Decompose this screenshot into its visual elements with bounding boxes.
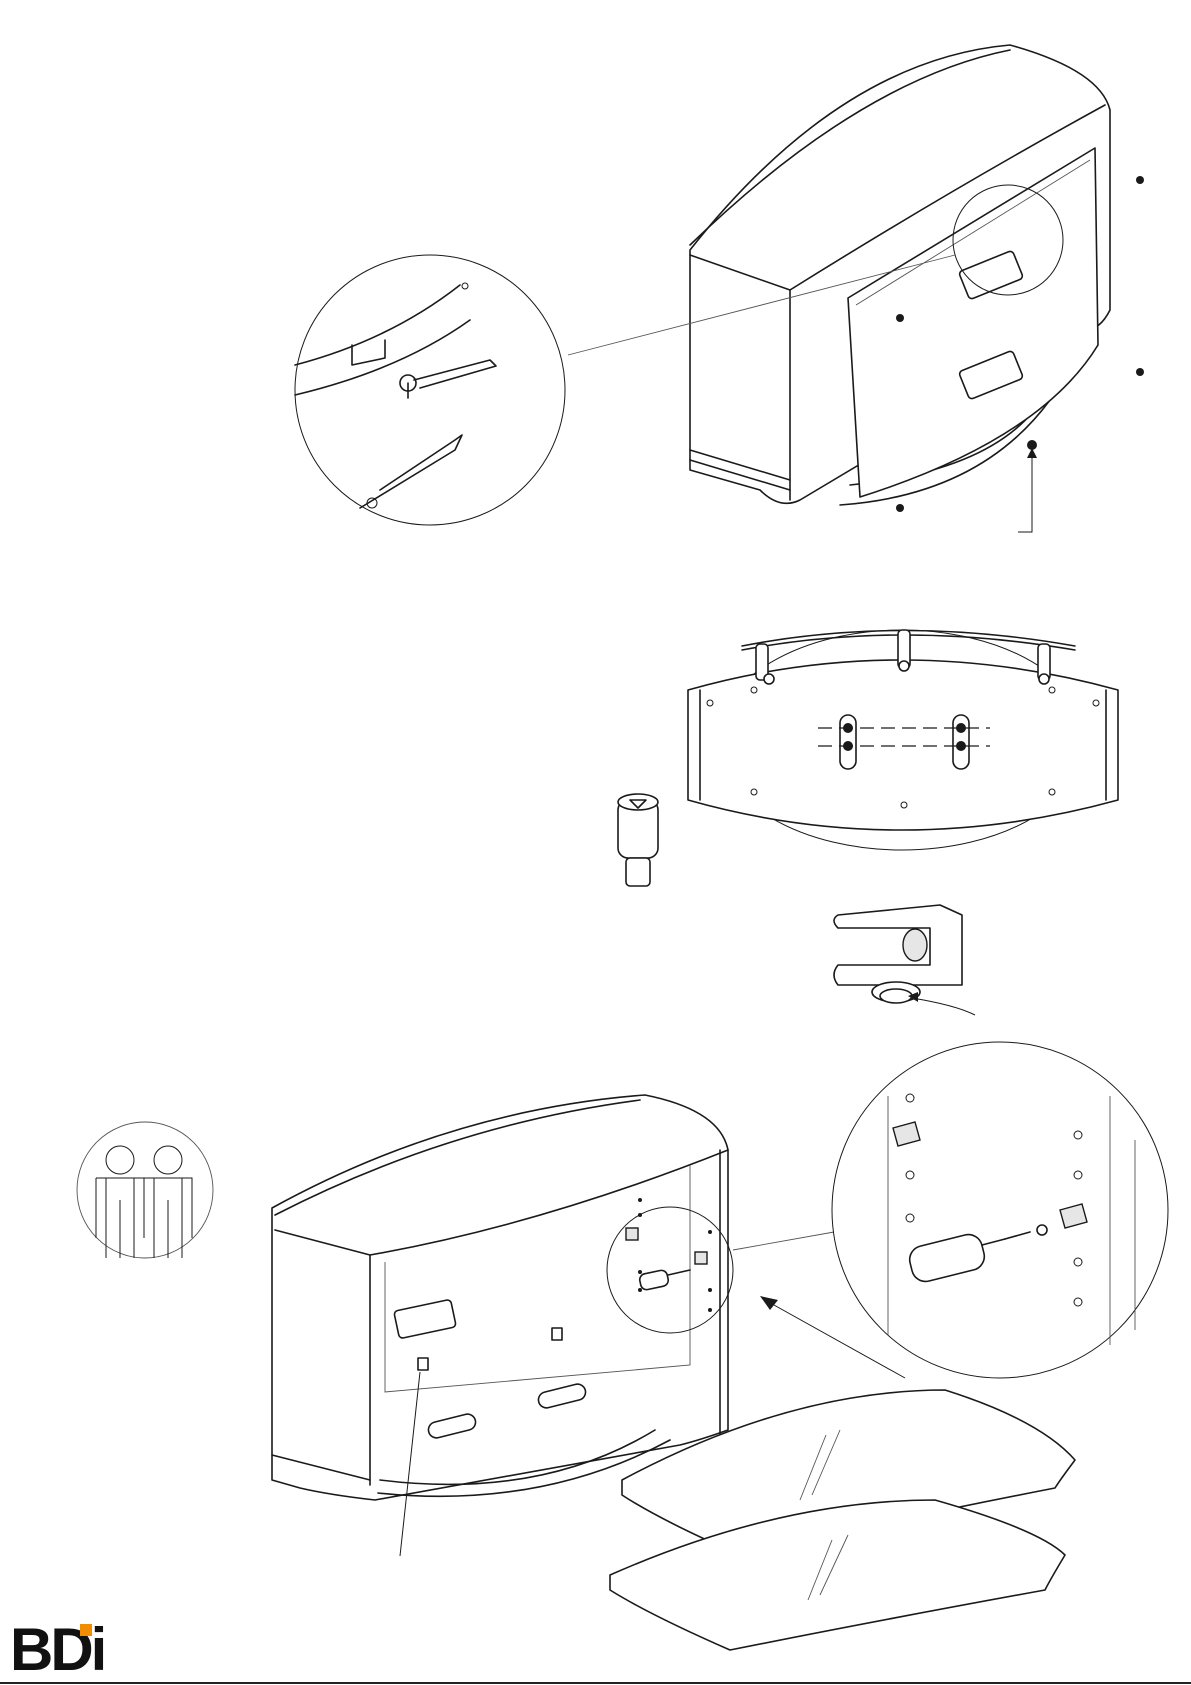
brand-logo-accent	[80, 1624, 92, 1636]
detail-magnifier	[295, 255, 565, 525]
screwdriver-large-icon	[907, 1225, 1047, 1284]
brand-logo: BDi	[10, 1622, 104, 1678]
figure-back-panel-install	[295, 45, 1144, 532]
leveling-foot-icon	[618, 794, 658, 886]
footer-rule	[0, 1682, 1191, 1684]
figure-base-underside	[618, 630, 1118, 1015]
detail-magnifier-shelf	[832, 1042, 1168, 1378]
figure-glass-shelf-install	[77, 1042, 1168, 1650]
glide-closeup	[834, 905, 975, 1015]
shelf-bracket-icon	[893, 1122, 1087, 1228]
two-person-lift-icon	[77, 1122, 213, 1258]
